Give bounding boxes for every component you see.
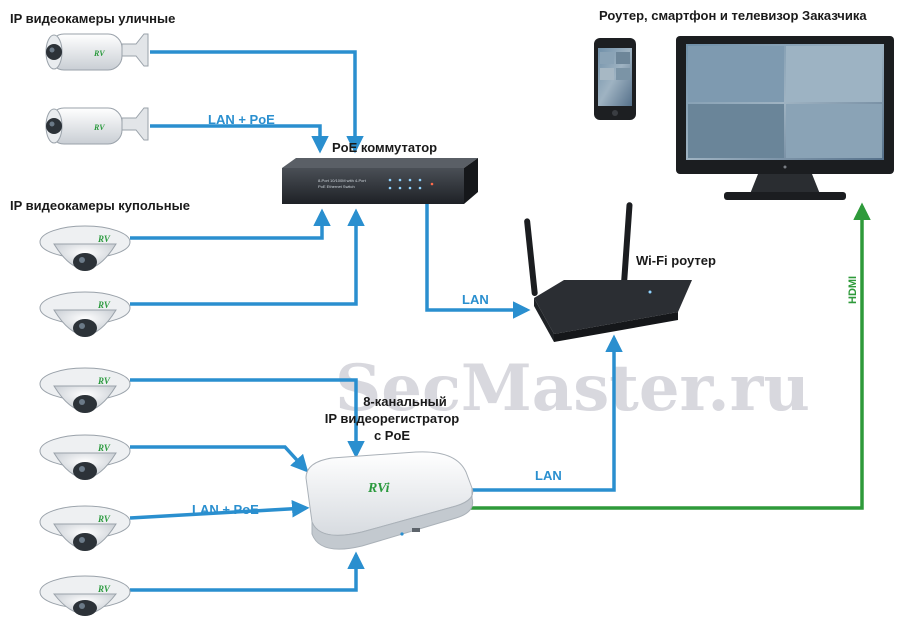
link-street-cam-1 (150, 50, 364, 154)
smartphone (594, 38, 636, 120)
link-switch-router (425, 202, 531, 319)
dome-camera-icon: RV (39, 505, 131, 551)
label-street-cameras: IP видеокамеры уличные (10, 11, 175, 26)
watermark: SecMaster.ru (335, 351, 810, 426)
wifi-router (524, 202, 692, 342)
link-street-cam-2 (150, 124, 329, 154)
camera-brand-label: RV (93, 123, 105, 132)
label-nvr-line-2: IP видеорегистратор (325, 411, 460, 426)
label-dome-cameras: IP видеокамеры купольные (10, 198, 190, 213)
monitor (676, 36, 894, 200)
label-hdmi: HDMI (847, 276, 859, 304)
link-dome-cam-1 (130, 208, 331, 240)
label-lan-poe-top: LAN + PoE (208, 112, 275, 127)
camera-brand-label: RV (97, 514, 111, 524)
label-poe-switch: PoE коммутатор (332, 140, 437, 155)
dome-camera-6: RV (39, 575, 131, 616)
dome-camera-3: RV (39, 367, 131, 413)
dome-camera-icon: RV (39, 434, 131, 480)
camera-brand-label: RV (97, 300, 111, 310)
label-lan-switch-router: LAN (462, 292, 489, 307)
link-dome-cam-4 (130, 445, 309, 473)
camera-brand-label: RV (93, 49, 105, 58)
label-wifi-router: Wi-Fi роутер (636, 253, 716, 268)
switch-print-2: PoE Ethernet Switch (318, 184, 355, 189)
dome-camera-2: RV (39, 291, 131, 337)
monitor-icon (676, 36, 894, 200)
dome-camera-icon: RV (39, 367, 131, 413)
link-nvr-monitor-hdmi (470, 202, 871, 510)
wifi-router-icon (524, 202, 692, 342)
link-dome-cam-3 (130, 378, 365, 459)
poe-switch: 8-Port 10/100M with 4-Port PoE Ethernet … (282, 158, 478, 204)
nvr-icon: RVi (305, 451, 474, 550)
link-dome-cam-2 (130, 208, 365, 306)
connections (129, 50, 871, 592)
label-lan-poe-bottom: LAN + PoE (192, 502, 259, 517)
dome-camera-4: RV (39, 434, 131, 480)
dome-camera-icon: RV (39, 575, 131, 616)
nvr-brand-label: RVi (367, 481, 390, 496)
dome-camera-icon: RV (39, 291, 131, 337)
camera-brand-label: RV (97, 376, 111, 386)
nvr: RVi (305, 451, 474, 550)
smartphone-icon (594, 38, 636, 120)
camera-brand-label: RV (97, 234, 111, 244)
dome-camera-1: RV (39, 225, 131, 271)
label-lan-nvr-router: LAN (535, 468, 562, 483)
label-customer-devices: Роутер, смартфон и телевизор Заказчика (599, 8, 867, 23)
street-camera-1: RV (45, 33, 149, 71)
link-dome-cam-5 (129, 500, 310, 520)
street-camera-icon: RV (45, 33, 149, 71)
dome-camera-icon: RV (39, 225, 131, 271)
link-nvr-router (470, 334, 623, 492)
street-camera-2: RV (45, 107, 149, 145)
dome-camera-5: RV (39, 505, 131, 551)
street-camera-icon: RV (45, 107, 149, 145)
label-nvr-line-1: 8-канальный (363, 394, 447, 409)
camera-brand-label: RV (97, 443, 111, 453)
label-nvr-line-3: с PoE (374, 428, 410, 443)
poe-switch-icon: 8-Port 10/100M with 4-Port PoE Ethernet … (282, 158, 478, 204)
camera-brand-label: RV (97, 584, 111, 594)
switch-print-1: 8-Port 10/100M with 4-Port (318, 178, 367, 183)
link-dome-cam-6 (130, 551, 365, 592)
